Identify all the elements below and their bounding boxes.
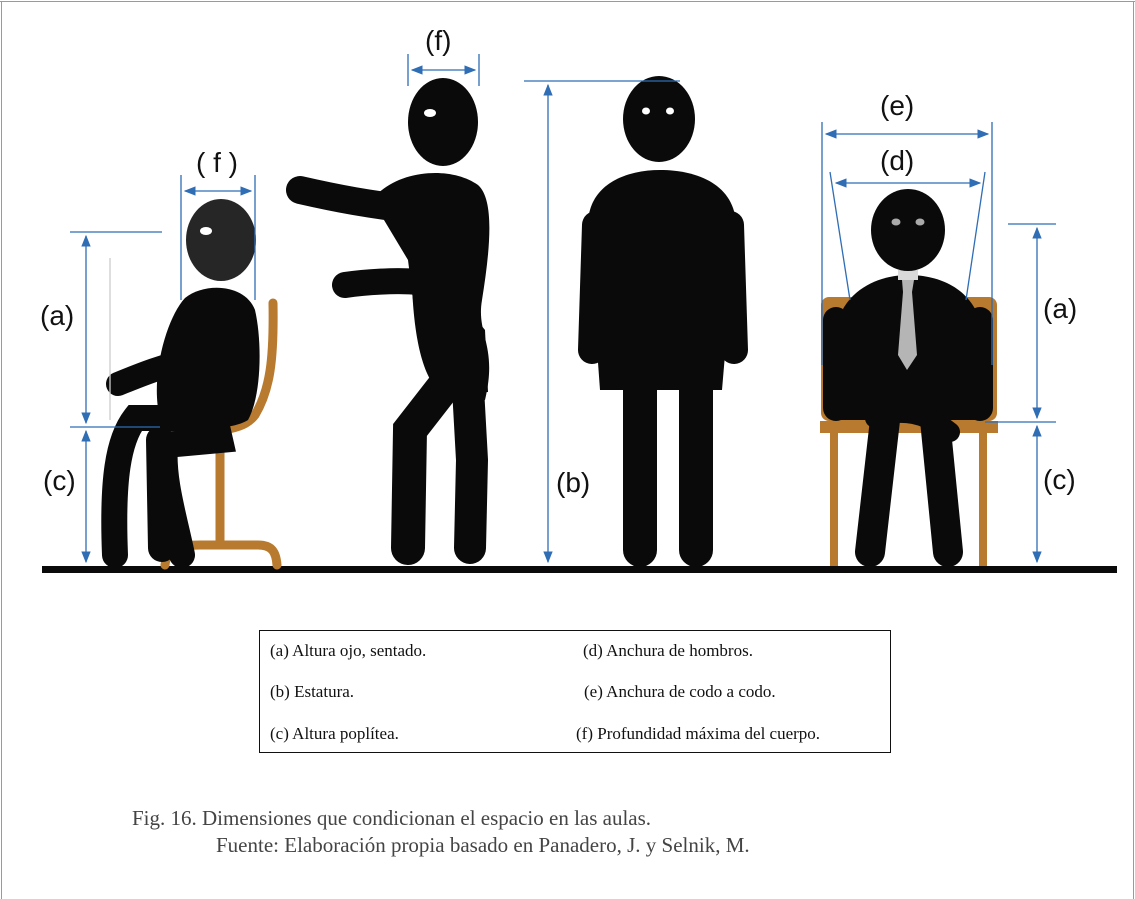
- legend-item-f: (f) Profundidad máxima del cuerpo.: [576, 724, 821, 743]
- seated-person-front: [820, 189, 998, 567]
- figure-caption: Fig. 16. Dimensiones que condicionan el …: [132, 805, 750, 859]
- label-f-standing: (f): [425, 25, 451, 56]
- dimension-lines-seated: [70, 175, 256, 564]
- dimension-lines-standing-side: [407, 54, 480, 86]
- legend-item-d: (d) Anchura de hombros.: [583, 641, 753, 660]
- seated-person-side: [101, 199, 282, 570]
- label-f-seated: ( f ): [196, 147, 238, 178]
- label-e: (e): [880, 90, 914, 121]
- label-d: (d): [880, 145, 914, 176]
- dimension-lines-stature: [524, 80, 680, 564]
- legend-item-a: (a) Altura ojo, sentado.: [270, 641, 427, 660]
- caption-source: Fuente: Elaboración propia basado en Pan…: [216, 833, 750, 857]
- legend-item-b: (b) Estatura.: [270, 682, 355, 701]
- frame-left-border: [1, 1, 2, 899]
- label-c-right: (c): [1043, 464, 1076, 495]
- legend-box: (a) Altura ojo, sentado. (d) Anchura de …: [259, 630, 891, 753]
- dimension-lines-seated-front: [821, 122, 1056, 564]
- legend-item-e: (e) Anchura de codo a codo.: [584, 682, 776, 701]
- chair-leg-right: [979, 433, 987, 566]
- label-c-left: (c): [43, 465, 76, 496]
- legend-item-c: (c) Altura poplítea.: [270, 724, 399, 743]
- anthropometry-illustration: (a) (c) ( f ) (f) (b): [40, 25, 1117, 573]
- chair-leg-left: [830, 433, 838, 566]
- standing-person-front: [578, 76, 748, 567]
- standing-person-side: [286, 78, 490, 565]
- floor-line: [42, 566, 1117, 573]
- caption-title: Fig. 16. Dimensiones que condicionan el …: [132, 806, 652, 830]
- label-a-left: (a): [40, 300, 74, 331]
- label-a-right: (a): [1043, 293, 1077, 324]
- frame-top-border: [0, 1, 1135, 2]
- frame-right-border: [1133, 1, 1134, 899]
- label-b: (b): [556, 467, 590, 498]
- tie: [898, 280, 917, 370]
